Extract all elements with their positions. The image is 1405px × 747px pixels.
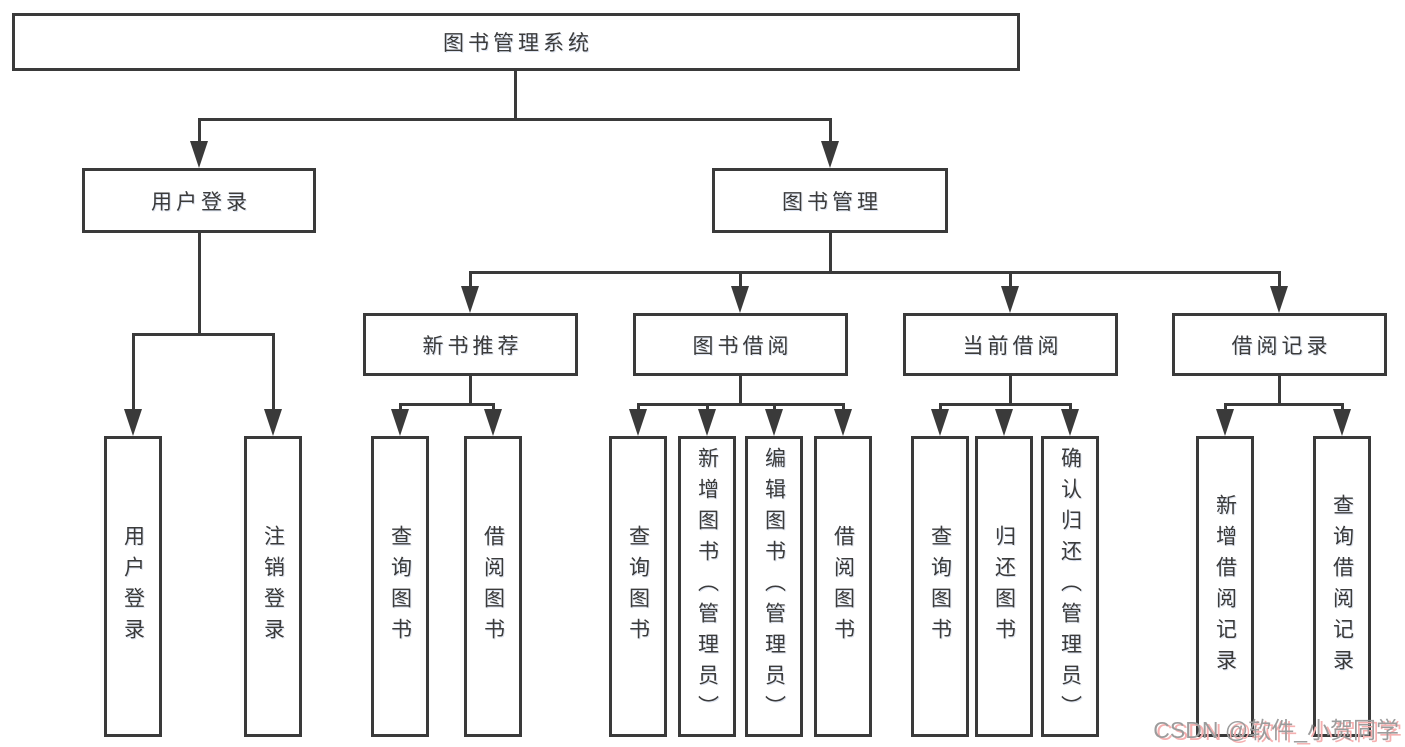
arrow-down-icon [834, 409, 852, 436]
arrow-down-icon [1333, 409, 1351, 436]
node-label: 借阅图书 [481, 524, 505, 649]
node-label: 查询借阅记录 [1330, 493, 1354, 680]
node-label: 当前借阅 [962, 334, 1063, 358]
arrow-down-icon [931, 409, 949, 436]
connector-line [272, 333, 275, 411]
connector-line [1009, 376, 1012, 406]
arrow-down-icon [1270, 286, 1288, 313]
node-leaf-query-borrow-record: 查询借阅记录 [1313, 436, 1371, 737]
arrow-down-icon [190, 141, 208, 168]
node-leaf-query-books-current: 查询图书 [911, 436, 969, 737]
node-label: 查询图书 [928, 524, 952, 649]
node-root-system: 图书管理系统 [12, 13, 1020, 71]
connector-line [1224, 403, 1344, 406]
node-label: 归还图书 [992, 524, 1016, 649]
node-label: 注销登录 [261, 524, 285, 649]
node-leaf-return-books: 归还图书 [975, 436, 1033, 737]
node-label: 借阅记录 [1231, 334, 1332, 358]
node-label: 图书管理 [782, 190, 882, 214]
arrow-down-icon [698, 409, 716, 436]
node-label: 借阅图书 [831, 524, 855, 649]
connector-line [198, 118, 201, 146]
connector-line [399, 403, 495, 406]
node-leaf-query-books-recommend: 查询图书 [371, 436, 429, 737]
arrow-down-icon [765, 409, 783, 436]
node-label: 图书管理系统 [443, 32, 593, 55]
arrow-down-icon [264, 409, 282, 436]
node-user-login: 用户登录 [82, 168, 316, 233]
node-book-management: 图书管理 [712, 168, 948, 233]
arrow-down-icon [1001, 286, 1019, 313]
connector-line [469, 376, 472, 406]
arrow-down-icon [461, 286, 479, 313]
node-label: 查询图书 [388, 524, 412, 649]
node-current-borrowing: 当前借阅 [903, 313, 1118, 376]
connector-line [1278, 271, 1281, 289]
connector-line [739, 376, 742, 406]
connector-line [469, 271, 472, 289]
csdn-watermark: CSDN @软件_小贺同学 [1153, 717, 1399, 743]
node-label: 用户登录 [121, 524, 145, 649]
node-label: 图书借阅 [692, 334, 793, 358]
arrow-down-icon [391, 409, 409, 436]
node-leaf-query-books-borrow: 查询图书 [609, 436, 667, 737]
node-leaf-edit-books-admin: 编辑图书（管理员） [745, 436, 803, 737]
node-label: 新增图书（管理员） [695, 447, 719, 726]
connector-line [469, 271, 1281, 274]
connector-line [132, 333, 135, 411]
node-leaf-logout: 注销登录 [244, 436, 302, 737]
connector-line [198, 118, 832, 121]
node-leaf-user-login: 用户登录 [104, 436, 162, 737]
arrow-down-icon [995, 409, 1013, 436]
node-new-book-recommend: 新书推荐 [363, 313, 578, 376]
connector-line [1009, 271, 1012, 289]
node-leaf-borrow-books-recommend: 借阅图书 [464, 436, 522, 737]
node-label: 用户登录 [151, 190, 251, 214]
connector-line [132, 333, 275, 336]
connector-line [739, 271, 742, 289]
connector-line [1278, 376, 1281, 406]
connector-line [829, 233, 832, 274]
node-label: 编辑图书（管理员） [762, 447, 786, 726]
node-leaf-add-borrow-record: 新增借阅记录 [1196, 436, 1254, 737]
node-leaf-confirm-return-admin: 确认归还（管理员） [1041, 436, 1099, 737]
arrow-down-icon [484, 409, 502, 436]
arrow-down-icon [1216, 409, 1234, 436]
node-label: 新书推荐 [422, 334, 523, 358]
node-label: 查询图书 [626, 524, 650, 649]
node-label: 新增借阅记录 [1213, 493, 1237, 680]
connector-line [514, 71, 517, 118]
node-label: 确认归还（管理员） [1058, 447, 1082, 726]
connector-line [939, 403, 1072, 406]
arrow-down-icon [821, 141, 839, 168]
arrow-down-icon [731, 286, 749, 313]
arrow-down-icon [629, 409, 647, 436]
node-leaf-borrow-books: 借阅图书 [814, 436, 872, 737]
node-leaf-add-books-admin: 新增图书（管理员） [678, 436, 736, 737]
arrow-down-icon [124, 409, 142, 436]
node-borrowing-records: 借阅记录 [1172, 313, 1387, 376]
connector-line [829, 118, 832, 146]
connector-line [198, 233, 201, 336]
node-book-borrowing: 图书借阅 [633, 313, 848, 376]
arrow-down-icon [1061, 409, 1079, 436]
connector-line [637, 403, 845, 406]
